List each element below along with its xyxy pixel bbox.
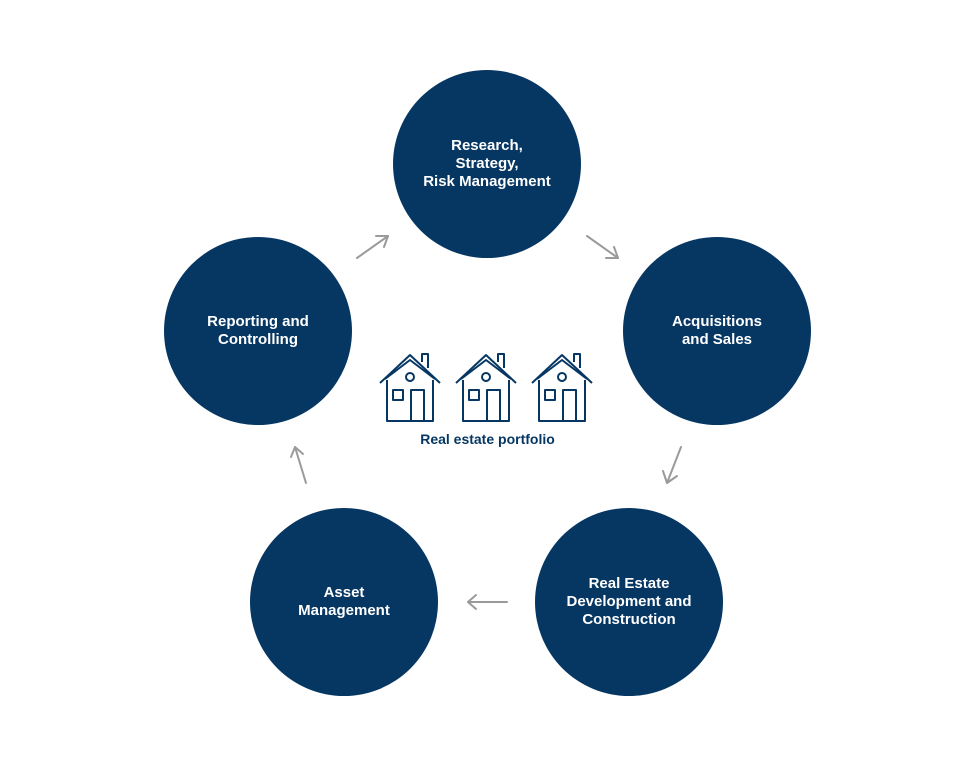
node-development-construction: Real Estate Development and Construction	[535, 508, 723, 696]
arrow-reporting-to-research	[356, 235, 389, 259]
house-icon	[455, 353, 517, 422]
node-label-asset: Asset Management	[298, 584, 390, 619]
node-acquisitions-sales: Acquisitions and Sales	[623, 237, 811, 425]
node-label-reporting: Reporting and Controlling	[207, 313, 309, 348]
node-asset-management: Asset Management	[250, 508, 438, 696]
house-icon	[379, 353, 441, 422]
real-estate-portfolio: Real estate portfolio	[370, 345, 605, 455]
node-research-strategy-risk: Research, Strategy, Risk Management	[393, 70, 581, 258]
house-icon	[531, 353, 593, 422]
arrow-research-to-acquisitions	[586, 235, 619, 259]
portfolio-label: Real estate portfolio	[420, 431, 555, 447]
node-label-development: Real Estate Development and Construction	[566, 575, 692, 628]
arrow-acquisitions-to-development	[662, 446, 682, 484]
node-reporting-controlling: Reporting and Controlling	[164, 237, 352, 425]
houses-group	[379, 353, 593, 422]
node-label-research: Research, Strategy, Risk Management	[423, 137, 551, 190]
arrow-development-to-asset	[467, 594, 508, 610]
node-label-acquisitions: Acquisitions and Sales	[671, 313, 762, 348]
arrow-asset-to-reporting	[290, 446, 307, 484]
